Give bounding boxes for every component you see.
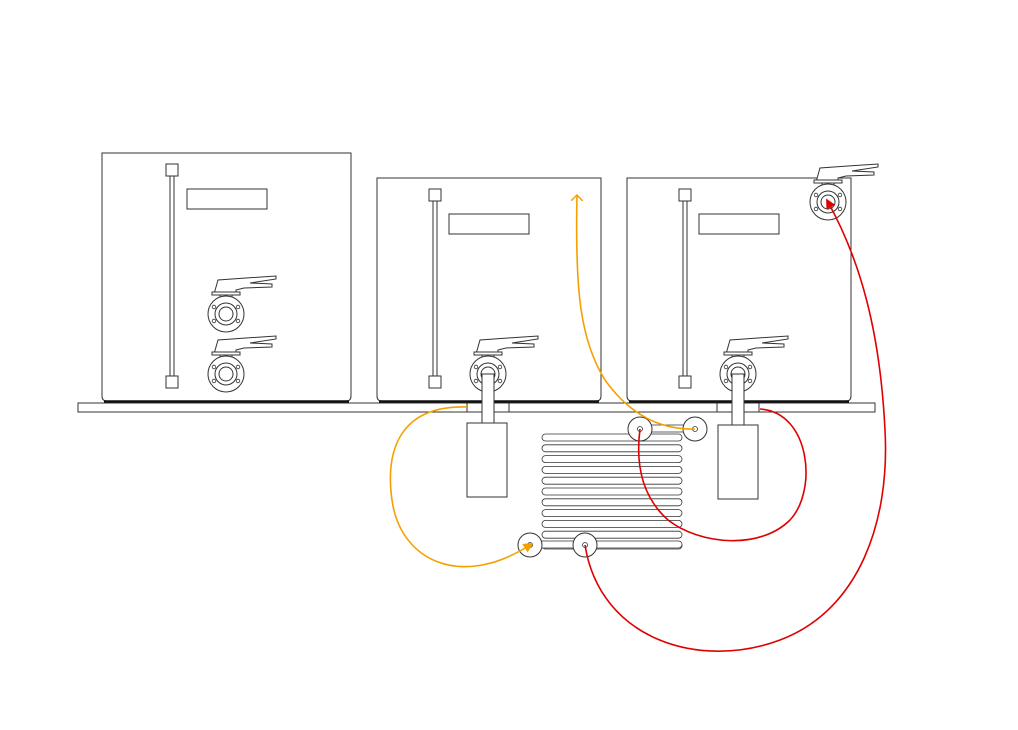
tank-2 [376,177,602,403]
tank-1 [101,152,352,403]
tank-2-nameplate [448,213,530,235]
coil-turn [541,530,683,539]
coil-turn [541,455,683,464]
pump-tank-3[interactable] [717,424,759,500]
tank-1-nameplate [186,188,268,210]
coil-turn [541,509,683,518]
orange-flow-pump2-to-coil [389,406,534,568]
tank-3-nameplate [698,213,780,235]
coil-turn [541,520,683,528]
coil-turn [541,487,683,496]
red-flow-pump3-to-coil [637,408,807,542]
heat-exchanger-coil [529,424,696,550]
red-flow-coil-to-tank3-top [584,198,887,652]
base-skid [77,402,876,413]
pump-tank-2[interactable] [466,422,508,498]
tank-3 [626,163,879,403]
coil-bottom-header [529,540,683,549]
coil-turn [541,433,683,442]
coil-turn [541,465,683,474]
coil-turn [541,476,683,485]
orange-flow-coil-to-tank2 [577,195,696,430]
pump-tank-3-assembly [717,373,759,500]
pump-tank-2-assembly [466,373,508,498]
coil-turn [541,498,683,507]
coil-turn [541,444,683,453]
